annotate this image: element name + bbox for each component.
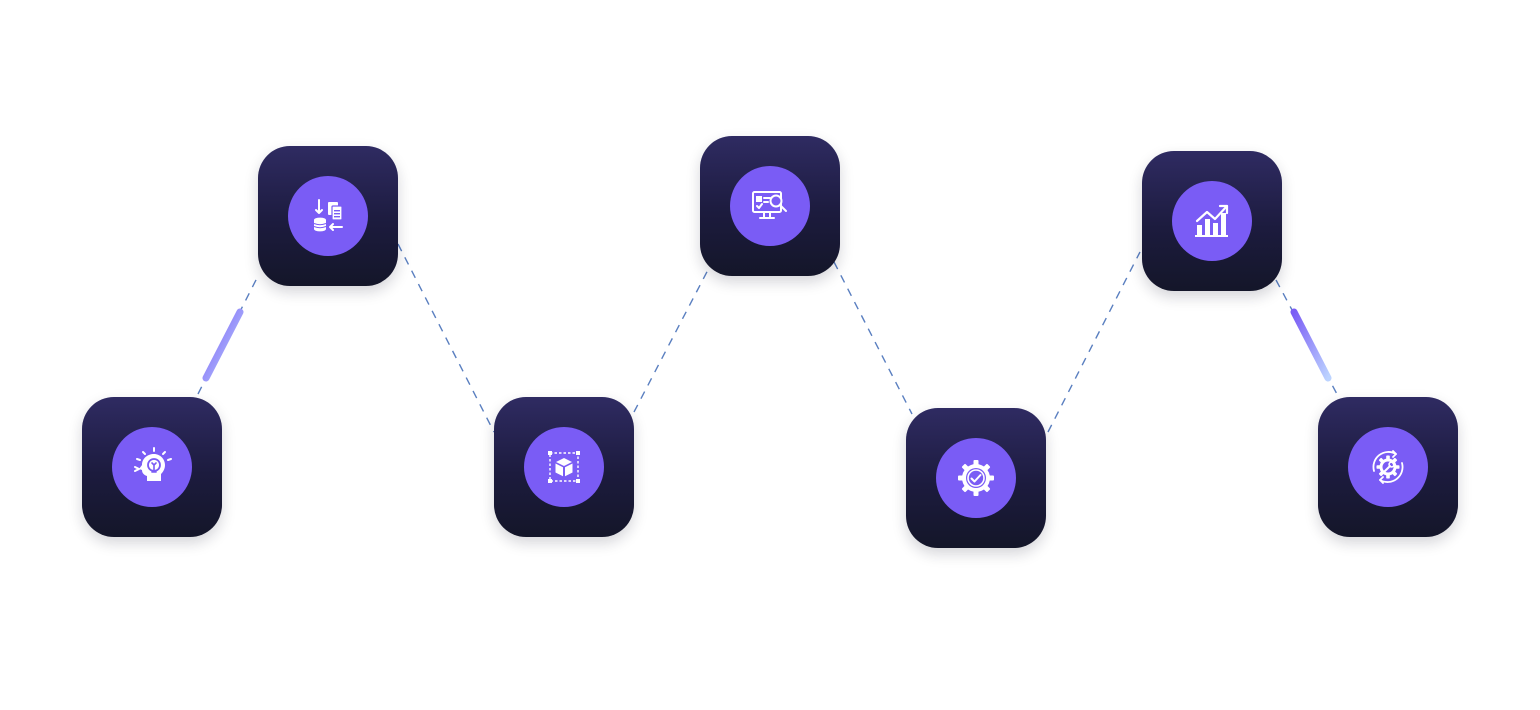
connector-4-5 [833,261,913,415]
icon-disc-4 [730,166,810,246]
step-tile-2 [258,146,398,286]
connector-3-4 [633,265,711,413]
data-transfer-icon [313,199,343,232]
connector-2-3 [397,243,495,433]
icon-disc-6 [1172,181,1252,261]
step-tile-5 [906,408,1046,548]
step-tile-3 [494,397,634,537]
icon-disc-3 [524,427,604,507]
icon-disc-1 [112,427,192,507]
connector-5-6 [1047,251,1141,433]
step-tile-1 [82,397,222,537]
icon-disc-7 [1348,427,1428,507]
icon-disc-2 [288,176,368,256]
icon-disc-5 [936,438,1016,518]
gear-check-icon [958,460,994,496]
lightbulb-head-icon [134,447,172,481]
accent-stroke-right [1290,308,1332,382]
step-tile-7 [1318,397,1458,537]
accent-stroke-left [202,308,244,382]
3d-box-icon [548,451,580,483]
monitor-search-icon [752,191,787,219]
growth-chart-icon [1195,204,1229,237]
step-tile-4 [700,136,840,276]
gear-wrench-cycle-icon [1372,450,1404,484]
step-tile-6 [1142,151,1282,291]
